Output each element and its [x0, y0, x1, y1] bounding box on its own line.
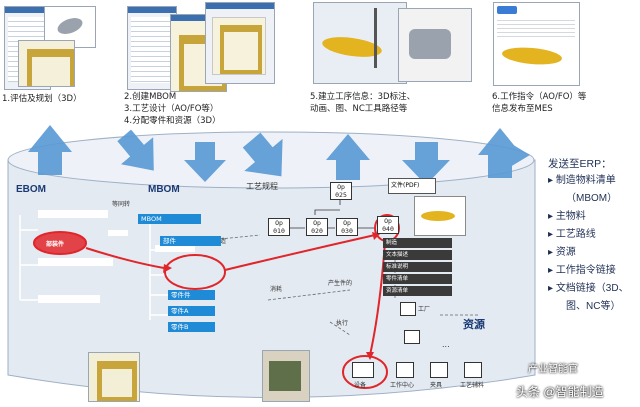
erp-item-1: ▸ 制造物料清单 [548, 175, 616, 186]
mbom-item-4: 零件B [168, 322, 215, 332]
execute-label: 执行 [336, 320, 349, 327]
file-pdf-box: 文件(PDF) [388, 178, 436, 194]
watermark: 头条 @智能制造 [516, 385, 604, 399]
step-6b-label: 信息发布至MES [492, 104, 553, 114]
dots-label: ... [442, 340, 450, 349]
bottom-part-thumbnail [88, 352, 140, 402]
equipment-icon [352, 362, 374, 378]
fixture-icon [430, 362, 448, 378]
resource-row-1: 制造 [383, 238, 452, 248]
ebom-label: EBOM [16, 184, 46, 195]
fixture-label: 夹具 [430, 382, 443, 389]
work-center-label: 工作中心 [390, 382, 415, 389]
equipment-label: 设备 [354, 382, 367, 389]
erp-item-3: ▸ 工艺路线 [548, 229, 596, 240]
produce-label: 产生件的 [328, 280, 353, 287]
erp-item-2: ▸ 主物料 [548, 211, 586, 222]
step-1-label: 1.评估及规划（3D） [2, 94, 82, 104]
thumbnail-3-annotation [313, 2, 407, 84]
arrow-up-5 [326, 134, 370, 180]
step-2-label: 2.创建MBOM [124, 92, 177, 102]
resource-label: 资源 [463, 319, 485, 331]
resource-row-5: 资源清单 [383, 286, 452, 296]
auxiliary-material-label: 工艺辅料 [460, 382, 485, 389]
erp-item-6: ▸ 文档链接（3D、 [548, 283, 629, 294]
erp-title: 发送至ERP： [548, 158, 612, 170]
op-model-thumbnail [414, 196, 466, 236]
step-3-label: 3.工艺设计（AO/FO等） [124, 104, 219, 114]
mbom-header: MBOM [138, 214, 201, 224]
thumbnail-2-window [205, 2, 275, 84]
step-5b-label: 动画、图、NC工具路径等 [310, 104, 408, 114]
auxiliary-material-icon [464, 362, 482, 378]
erp-item-1b: （MBOM） [566, 193, 618, 204]
mbom-item-1: 部件 [160, 236, 221, 246]
equiv-label: 等同转 [112, 201, 131, 208]
factory-icon [400, 302, 416, 316]
consume-label: 消耗 [270, 286, 283, 293]
mbom-label: MBOM [148, 184, 180, 195]
bottom-machine-thumbnail [262, 350, 310, 402]
arrow-4 [242, 132, 283, 177]
arrow-right-8 [505, 140, 530, 170]
line-icon [404, 330, 420, 344]
step-6-label: 6.工作指令（AO/FO）等 [492, 92, 587, 102]
arrow-2 [117, 129, 154, 171]
process-route-label: 工艺规程 [246, 182, 278, 191]
resource-row-4: 零件清单 [383, 274, 452, 284]
thumbnail-2-tree [127, 6, 177, 90]
erp-item-6b: 图、NC等） [566, 301, 621, 312]
erp-item-4: ▸ 资源 [548, 247, 576, 258]
step-4-label: 4.分配零件和资源（3D） [124, 116, 221, 126]
ebom-selected-node: 部装件 [46, 241, 65, 248]
resource-row-3: 标准说明 [383, 262, 452, 272]
mbom-item-3: 零件A [168, 306, 215, 316]
arrow-down-6 [402, 142, 450, 185]
arrow-down-3 [184, 142, 226, 182]
resource-row-2: 文本描述 [383, 250, 452, 260]
work-center-icon [396, 362, 414, 378]
arrow-up-1 [28, 125, 72, 175]
factory-label: 工厂 [418, 306, 431, 313]
mbom-item-2: 零件件 [168, 290, 215, 300]
step-5-label: 5.建立工序信息：3D标注、 [310, 92, 416, 102]
watermark-small: 产业智能官 [528, 364, 578, 375]
thumbnail-1-part [18, 40, 75, 87]
thumbnail-4-work-instruction [493, 2, 580, 86]
erp-list: ▸ 制造物料清单 （MBOM） ▸ 主物料 ▸ 工艺路线 ▸ 资源 ▸ 工作指令… [548, 172, 629, 316]
thumbnail-3-tool [398, 8, 472, 82]
erp-item-5: ▸ 工作指令链接 [548, 265, 616, 276]
